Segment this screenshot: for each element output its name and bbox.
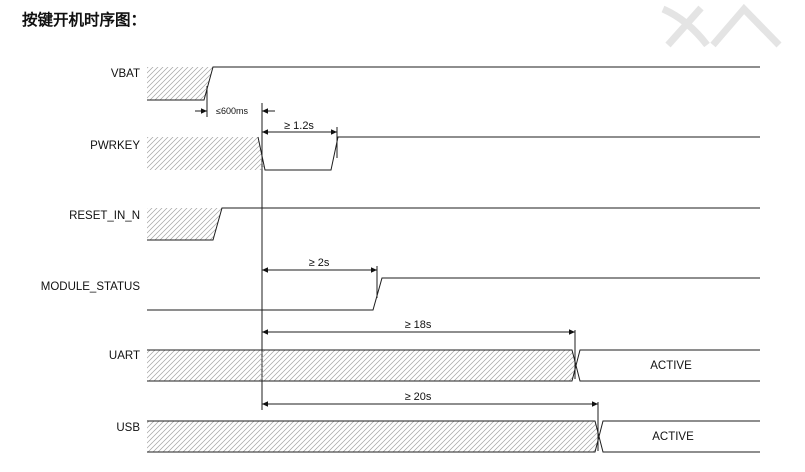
signal-label-module-status: MODULE_STATUS xyxy=(41,281,141,293)
reset-in-n-waveform xyxy=(147,207,760,241)
module-status-waveform xyxy=(147,277,760,311)
timing-uart-label: ≥ 18s xyxy=(405,319,432,331)
timing-vbat-to-pwrkey-label: ≤600ms xyxy=(216,106,248,116)
vbat-waveform xyxy=(147,66,760,101)
vbat-undefined-region xyxy=(147,67,213,100)
uart-state-label: ACTIVE xyxy=(650,360,692,372)
signal-uart: ACTIVE xyxy=(147,330,760,382)
signal-vbat xyxy=(147,66,760,117)
watermark-stroke-2 xyxy=(665,5,704,48)
signal-pwrkey xyxy=(147,127,760,171)
signal-labels: VBAT PWRKEY RESET_IN_N MODULE_STATUS UAR… xyxy=(41,68,141,434)
timing-uart: ≥ 18s xyxy=(262,319,575,335)
signal-label-uart: UART xyxy=(109,350,140,362)
timing-module-status-label: ≥ 2s xyxy=(309,257,330,269)
usb-undefined-region xyxy=(147,421,599,452)
pwrkey-undefined-region xyxy=(147,137,265,170)
usb-waveform-bottom xyxy=(147,420,760,453)
watermark-logo xyxy=(661,3,782,48)
timing-usb-label: ≥ 20s xyxy=(405,391,432,403)
usb-state-label: ACTIVE xyxy=(652,431,694,443)
reset-in-n-undefined-region xyxy=(147,208,222,240)
uart-waveform-bottom xyxy=(147,349,760,382)
signal-label-vbat: VBAT xyxy=(111,68,140,80)
signal-module-status xyxy=(147,266,760,311)
pwrkey-waveform xyxy=(257,136,760,171)
watermark-peak xyxy=(710,3,782,48)
diagram-title: 按键开机时序图： xyxy=(22,10,146,29)
signal-label-reset-in-n: RESET_IN_N xyxy=(69,210,140,222)
timing-pwrkey-hold-label: ≥ 1.2s xyxy=(284,120,314,132)
signal-label-pwrkey: PWRKEY xyxy=(90,140,140,152)
signal-usb: ACTIVE xyxy=(147,402,760,453)
uart-undefined-region xyxy=(147,350,576,381)
timing-module-status: ≥ 2s xyxy=(262,257,377,273)
signal-reset-in-n xyxy=(147,207,760,241)
timing-usb: ≥ 20s xyxy=(262,391,598,407)
signal-label-usb: USB xyxy=(116,422,140,434)
timing-pwrkey-hold: ≥ 1.2s xyxy=(262,120,337,135)
timing-vbat-to-pwrkey: ≤600ms xyxy=(195,106,275,116)
